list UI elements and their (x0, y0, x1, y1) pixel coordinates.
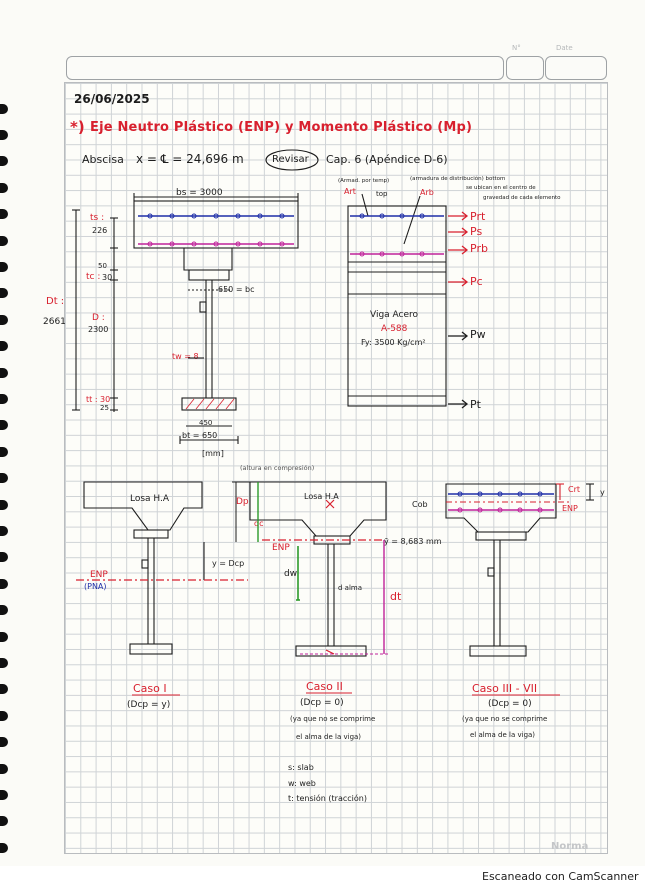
tc-value: 30 (102, 273, 113, 282)
header-hint-no: N° (512, 44, 521, 52)
units-label: [mm] (202, 449, 224, 458)
force-Prt: Prt (470, 210, 486, 223)
legend-web: w: web (288, 779, 316, 788)
note-temp-reinforcement: (Armad. por temp) (338, 178, 390, 184)
crt-label: Crt (568, 485, 581, 494)
page-title: Eje Neutro Plástico (ENP) y Momento Plás… (90, 120, 473, 135)
dc-label: dc (254, 519, 264, 528)
ts-value: 226 (92, 226, 108, 235)
compression-height-note: (altura en compresión) (240, 464, 315, 472)
force-Prb: Prb (470, 242, 488, 255)
bf-inner-value: 450 (199, 419, 213, 427)
abscisa-prefix: Abscisa (82, 153, 124, 166)
note-location: se ubican en el centro de (466, 185, 536, 191)
title-bullet: *) (70, 118, 85, 136)
tc-top-value: 50 (98, 262, 107, 270)
tw-label: tw = 8 (172, 352, 199, 361)
bs-label: bs = 3000 (176, 188, 223, 198)
header-number-box (506, 56, 544, 80)
pna-label: (PNA) (84, 582, 107, 591)
caso2-note2: el alma de la viga) (296, 733, 362, 741)
scanner-watermark: Escaneado con CamScanner (482, 870, 639, 883)
note-gravity: gravedad de cada elemento (483, 195, 561, 201)
caso2-note1: (ya que no se comprime (290, 715, 376, 723)
force-Pc: Pc (470, 275, 483, 288)
yield-stress: Fy: 3500 Kg/cm² (361, 338, 426, 347)
legend-tension: t: tensión (tracción) (288, 794, 367, 803)
y-dcp-label: y = Dcp (212, 559, 245, 568)
force-Pw: Pw (470, 328, 486, 341)
note-distribution: (armadura de distribución) bottom (410, 176, 506, 182)
enp-left-label: ENP (90, 570, 108, 580)
grid-paper (64, 82, 608, 854)
tt-small-value: 25 (100, 404, 109, 412)
dalma-label: d alma (338, 584, 363, 592)
D-value: 2300 (88, 325, 109, 334)
Arb-label: Arb (420, 188, 434, 197)
Art-label: Art (344, 187, 356, 196)
steel-grade: A-588 (381, 324, 408, 334)
revisar-badge: Revisar (272, 154, 309, 165)
caso1-sub: (Dcp = y) (127, 700, 171, 710)
dw-label: dw (284, 569, 298, 579)
force-Pt: Pt (470, 398, 481, 411)
losa-left-label: Losa H.A (130, 494, 170, 504)
header-date-box (545, 56, 607, 80)
chapter-reference: Cap. 6 (Apéndice D-6) (326, 153, 448, 166)
D-label: D : (92, 313, 105, 323)
caso3-note2: el alma de la viga) (470, 731, 536, 739)
tc-label: tc : (86, 272, 101, 282)
bc-label: 650 = bc (218, 285, 255, 294)
header-box (66, 56, 504, 80)
caso1-title: Caso I (133, 682, 167, 695)
caso3-sub: (Dcp = 0) (488, 699, 532, 709)
cob-label: Cob (412, 500, 428, 509)
header-hint-date: Date (556, 44, 573, 52)
abscisa-formula: x = ℄ = 24,696 m (136, 152, 244, 166)
enp-mid-label: ENP (272, 543, 290, 553)
top-label: top (376, 190, 388, 198)
scanner-footer: Escaneado con CamScanner (0, 866, 645, 889)
force-Ps: Ps (470, 225, 483, 238)
caso3-title: Caso III - VII (472, 682, 538, 695)
y-right-label: y (600, 488, 605, 497)
page-date: 26/06/2025 (74, 92, 150, 106)
ybar-label: ȳ = 8,683 mm (384, 537, 442, 546)
bt-label: bt = 650 (182, 431, 218, 440)
legend-slab: s: slab (288, 763, 314, 772)
Dt-value: 2661 (43, 317, 66, 327)
ts-label: ts : (90, 213, 105, 223)
Dp-label: Dp (236, 497, 249, 507)
enp-right-label: ENP (562, 504, 578, 513)
brand-logo: Norma (551, 841, 589, 852)
losa-mid-label: Losa H.A (304, 492, 339, 501)
beam-label: Viga Acero (370, 310, 419, 320)
Dt-label: Dt : (46, 296, 65, 307)
caso2-sub: (Dcp = 0) (300, 698, 344, 708)
tt-label: tt : 30 (86, 395, 111, 404)
caso2-title: Caso II (306, 680, 343, 693)
dt-label: dt (390, 590, 402, 603)
caso3-note1: (ya que no se comprime (462, 715, 548, 723)
